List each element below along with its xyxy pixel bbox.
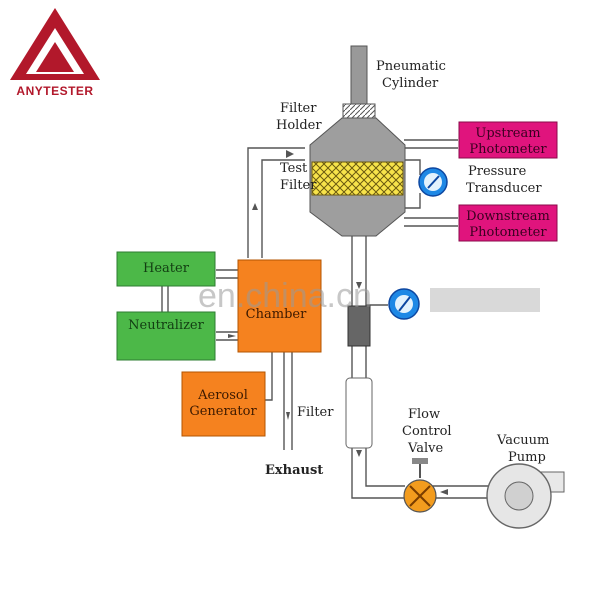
downstream-photometer-label-2: Photometer <box>469 225 547 240</box>
flow-arrows <box>228 150 448 495</box>
vacuum-pump-icon <box>486 463 565 529</box>
pressure-transducer-label-1: Pressure <box>468 164 527 179</box>
filter-label: Filter <box>297 405 334 420</box>
chamber-label: Chamber <box>246 307 307 322</box>
heater-label: Heater <box>143 261 190 276</box>
aerosol-generator-label-2: Generator <box>189 404 257 419</box>
aerosol-generator-label-1: Aerosol <box>197 388 248 403</box>
exhaust-label: Exhaust <box>265 463 323 478</box>
anytester-logo: ANYTESTER <box>10 8 100 98</box>
vacuum-pump-label-1: Vacuum <box>496 433 549 448</box>
test-filter-label-1: Test <box>280 161 308 176</box>
heater-box: Heater <box>116 251 216 287</box>
downstream-photometer-box: Downstream Photometer <box>458 204 558 242</box>
watermark: en.china.cn <box>198 277 540 315</box>
filter-holder-label-2: Holder <box>276 118 322 133</box>
chamber-box: Chamber <box>237 259 322 353</box>
neutralizer-box: Neutralizer <box>116 311 216 361</box>
upstream-photometer-label-2: Photometer <box>469 142 547 157</box>
downstream-photometer-label-1: Downstream <box>466 209 550 224</box>
upstream-photometer-label-1: Upstream <box>475 126 540 141</box>
aerosol-generator-box: Aerosol Generator <box>181 371 266 437</box>
vacuum-pump-label-2: Pump <box>508 450 546 465</box>
filter-holder <box>309 117 406 237</box>
watermark-text: en.china.cn <box>198 277 372 315</box>
pressure-gauge-icon <box>388 288 420 320</box>
flow-control-valve-label-1: Flow <box>408 407 440 422</box>
flow-meter <box>345 305 373 449</box>
brand-name: ANYTESTER <box>16 84 93 98</box>
flow-control-valve-label-2: Control <box>402 424 452 439</box>
pressure-transducer-label-2: Transducer <box>466 181 542 196</box>
filter-holder-label-1: Filter <box>280 101 317 116</box>
neutralizer-label: Neutralizer <box>128 318 204 333</box>
flow-control-valve-icon <box>403 458 437 513</box>
flow-control-valve-label-3: Valve <box>407 441 443 456</box>
pressure-transducer-gauge-icon <box>418 167 448 197</box>
pneumatic-cylinder-label-1: Pneumatic <box>376 59 446 74</box>
pneumatic-cylinder-label-2: Cylinder <box>382 76 439 91</box>
upstream-photometer-box: Upstream Photometer <box>458 121 558 159</box>
pneumatic-cylinder <box>342 45 376 119</box>
test-filter-label-2: Filter <box>280 178 317 193</box>
diagram-labels: Pneumatic Cylinder Filter Holder Test Fi… <box>265 59 549 478</box>
test-filter <box>311 161 404 196</box>
